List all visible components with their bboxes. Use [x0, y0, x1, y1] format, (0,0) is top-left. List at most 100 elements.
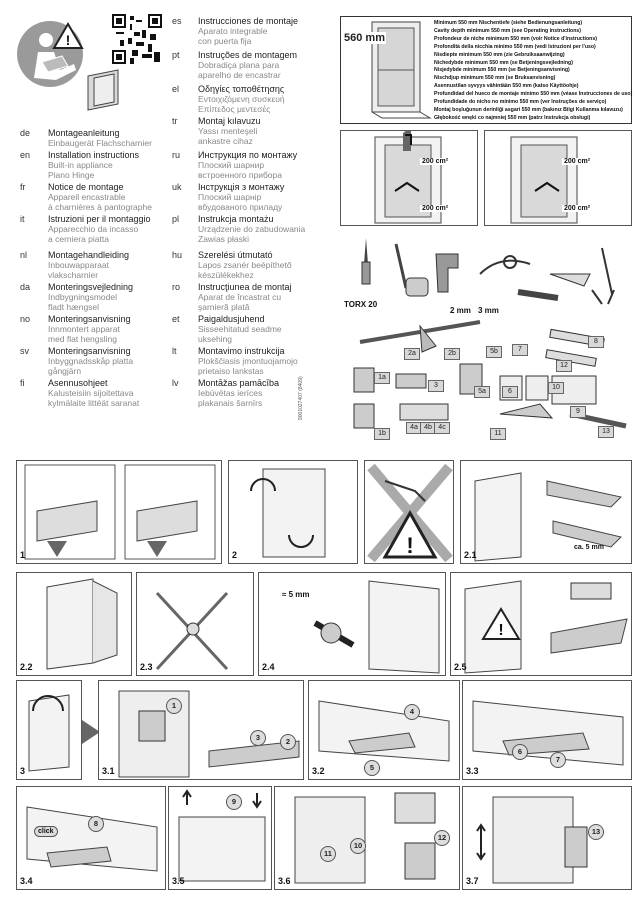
step-number: 2.2 [20, 662, 33, 672]
lang-subtitle: Innmontert apparat med flat hengsling [48, 324, 120, 344]
lang-code: ro [172, 282, 181, 292]
callout-11: 11 [320, 846, 336, 862]
lang-subtitle: Yassı menteşeli ankastre cihaz [198, 126, 258, 146]
step-number: 3.5 [172, 876, 185, 886]
lang-code: it [20, 214, 25, 224]
lang-title: Monteringsvejledning [48, 282, 134, 292]
niche-depth-line: Profundidad del hueco de montaje mínimo … [434, 91, 633, 98]
step-3-6-panel [274, 786, 460, 890]
niche-depth-line: Głębokość wnęki co najmniej 550 mm (patr… [434, 114, 591, 121]
part-label-5b: 5b [486, 346, 502, 358]
ventilation-panel-left [340, 130, 478, 226]
part-label-9: 9 [570, 406, 586, 418]
part-label-7: 7 [512, 344, 528, 356]
drill-2mm-label: 2 mm [450, 306, 471, 315]
lang-subtitle: Aparato integrable con puerta fija [198, 26, 268, 46]
gap-label: ca. 5 mm [574, 544, 604, 551]
step-number: 2.4 [262, 662, 275, 672]
ventilation-panel-right [484, 130, 632, 226]
lang-code: de [20, 128, 31, 138]
niche-depth-line: Asennustilan syvyys vähintään 550 mm (ka… [434, 83, 579, 90]
step-3-2-panel [308, 680, 460, 780]
lang-subtitle: Appareil encastrable à charnières à pant… [48, 192, 152, 212]
lang-subtitle: Dobradiça plana para aparelho de encastr… [198, 60, 281, 80]
lang-subtitle: Lapos zsanér beépíthető készülékekhez [198, 260, 292, 280]
part-label-12: 12 [556, 360, 572, 372]
lang-title: Paigaldusjuhend [198, 314, 265, 324]
step-number: 3 [20, 766, 26, 776]
step-2-panel [228, 460, 358, 564]
vent-area-label: 200 cm² [562, 205, 593, 212]
callout-12: 12 [434, 830, 450, 846]
niche-depth-line: Nisdiepte minimum 550 mm (zie Gebruiksaa… [434, 51, 565, 58]
step-3-4-panel [16, 786, 166, 890]
lang-subtitle: Плоский шарнір вбудованого приладу [198, 192, 283, 212]
lang-title: Montāžas pamācība [198, 378, 280, 388]
vent-area-label: 200 cm² [420, 205, 451, 212]
niche-depth-line: Minimum 550 mm Nischentiefe (siehe Bedie… [434, 20, 583, 26]
part-label-13: 13 [598, 426, 614, 438]
niche-height-label: 560 mm [343, 32, 386, 44]
lang-code: es [172, 16, 182, 26]
step-2-2-panel [16, 572, 132, 676]
part-label-8: 8 [588, 336, 604, 348]
lang-subtitle: Inbouwapparaat vlakscharnier [48, 260, 109, 280]
part-label-10: 10 [548, 382, 564, 394]
step-number: 1 [20, 550, 26, 560]
callout-3: 3 [250, 730, 266, 746]
lang-code: sv [20, 346, 29, 356]
lang-subtitle: Kalusteisiin sijoitettava kylmälaite lit… [48, 388, 140, 408]
callout-2: 2 [280, 734, 296, 750]
lang-title: Instruções de montagem [198, 50, 298, 60]
step-number: 3.2 [312, 766, 325, 776]
step-3-panel [16, 680, 82, 780]
callout-8: 8 [88, 816, 104, 832]
lang-title: Montavimo instrukcija [198, 346, 285, 356]
callout-10: 10 [350, 838, 366, 854]
niche-depth-line: Montaj boşluğunun derinliği asgari 550 m… [434, 106, 623, 113]
lang-code: ru [172, 150, 181, 160]
parts-illustration [340, 318, 634, 440]
lang-subtitle: Plokščiasis įmontuojamojo prietaiso lank… [198, 356, 298, 376]
lang-code: da [20, 282, 31, 292]
svg-text:!: ! [66, 32, 71, 48]
drill-3mm-label: 3 mm [478, 306, 499, 315]
lang-subtitle: Aparat de încastrat cu şarnieră plată [198, 292, 282, 312]
warning-panel: ! [364, 460, 454, 564]
lang-code: fi [20, 378, 25, 388]
lang-title: Інструкція з монтажу [198, 182, 285, 192]
part-label-1a: 1a [374, 372, 390, 384]
niche-depth-line: Profondità della nicchia minimo 550 mm (… [434, 43, 596, 50]
lang-title: Monteringsanvisning [48, 314, 131, 324]
lang-subtitle: Плоский шарнир встроенного прибора [198, 160, 282, 180]
click-label: click [34, 826, 58, 837]
lang-subtitle: Iebūvētas ierīces plakanais šarnīrs [198, 388, 263, 408]
lang-title: Istruzioni per il montaggio [48, 214, 151, 224]
lang-title: Asennusohjeet [48, 378, 108, 388]
lang-title: Instrukcja montażu [198, 214, 274, 224]
step-number: 3.4 [20, 876, 33, 886]
niche-depth-line: Nichedybde minimum 550 mm (se Betjenings… [434, 59, 573, 66]
lang-subtitle: Built-in appliance Piano Hinge [48, 160, 113, 180]
callout-1: 1 [166, 698, 182, 714]
step-3-7-panel [462, 786, 632, 890]
lang-code: pt [172, 50, 180, 60]
lang-code: nl [20, 250, 28, 260]
part-label-2b: 2b [444, 348, 460, 360]
step-number: 3.7 [466, 876, 479, 886]
step-3-3-panel [462, 680, 632, 780]
svg-text:!: ! [406, 533, 413, 558]
step-3-5-panel [168, 786, 272, 890]
step-number: 2.1 [464, 550, 477, 560]
niche-depth-line: Cavity depth minimum 550 mm (see Operati… [434, 27, 582, 34]
lang-subtitle: Inbyggnadsskåp platta gångjärn [48, 356, 134, 376]
callout-9: 9 [226, 794, 242, 810]
step-2-1-panel [460, 460, 632, 564]
part-label-5a: 5a [474, 386, 490, 398]
part-label-1b: 1b [374, 428, 390, 440]
lang-code: el [172, 84, 180, 94]
part-label-11: 11 [490, 428, 506, 440]
callout-13: 13 [588, 824, 604, 840]
lang-title: Инструкция по монтажу [198, 150, 298, 160]
lang-subtitle: Εντοιχιζόμενη συσκευή Επίπεδος μεντεσές [198, 94, 285, 114]
